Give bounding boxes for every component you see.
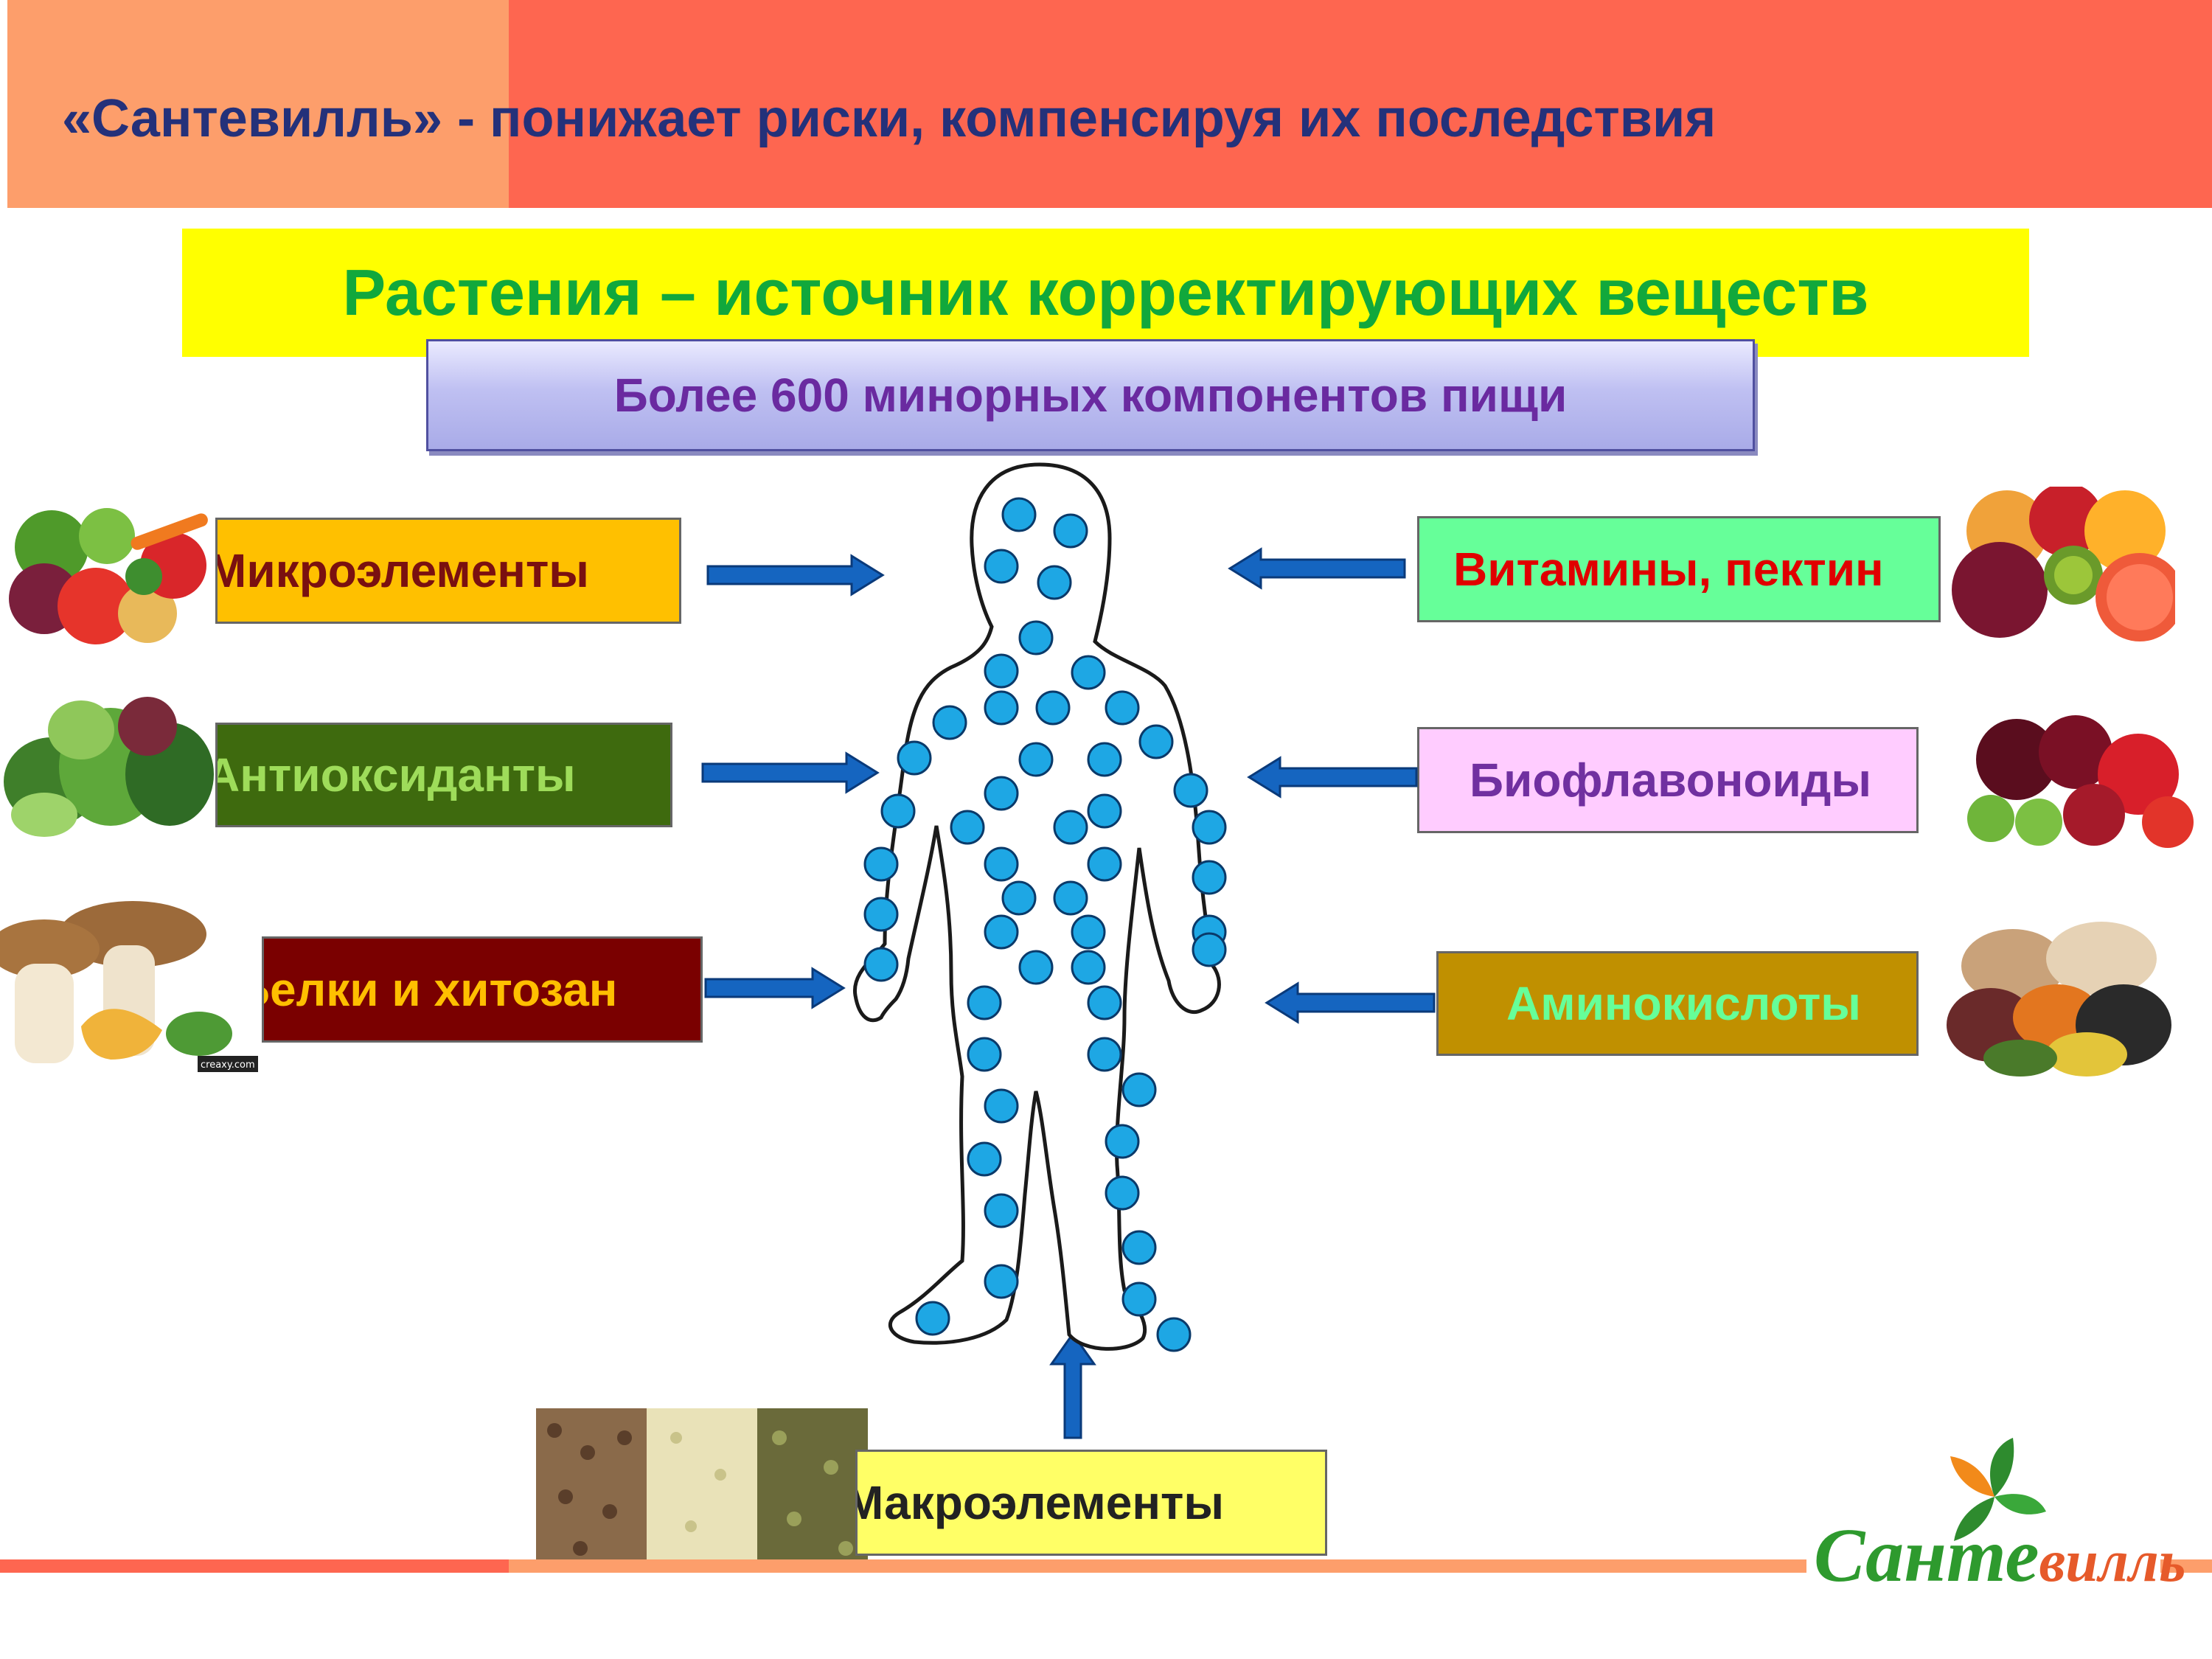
greens-image <box>0 686 221 844</box>
minor-components-text: Более 600 минорных компонентов пищи <box>613 369 1568 422</box>
header-bar <box>509 0 2212 208</box>
label-microelements-text: Микроэлементы <box>215 544 589 597</box>
body-dots <box>863 497 1227 1352</box>
berries-image <box>1947 693 2194 852</box>
footer-line-right <box>2160 1559 2212 1573</box>
logo: Сантевилль <box>1799 1438 2186 1615</box>
arrow-left-1 <box>1228 547 1406 590</box>
arrow-up <box>1049 1332 1096 1439</box>
label-microelements: Микроэлементы <box>215 518 681 624</box>
label-proteins: Белки и хитозан <box>262 936 703 1043</box>
mushrooms-image: creaxy.com <box>0 901 262 1074</box>
logo-text-2: вилль <box>2039 1529 2186 1594</box>
footer-line-center <box>509 1559 1806 1573</box>
arrow-right-3 <box>704 967 846 1009</box>
label-vitamins: Витамины, пектин <box>1417 516 1941 622</box>
legumes-image <box>1939 914 2186 1077</box>
label-vitamins-text: Витамины, пектин <box>1453 543 1884 596</box>
label-bioflavonoids: Биофлавоноиды <box>1417 727 1919 833</box>
vegetables-image <box>0 495 221 650</box>
sprouts-image <box>536 1408 868 1571</box>
logo-text-1: Санте <box>1814 1513 2039 1598</box>
logo-leaf-icon <box>1950 1438 2046 1541</box>
footer-line-left <box>0 1559 509 1573</box>
label-amino-acids-text: Аминокислоты <box>1506 977 1861 1030</box>
subtitle-text: Растения – источник корректирующих вещес… <box>342 256 1869 329</box>
subtitle-banner: Растения – источник корректирующих вещес… <box>182 229 2029 357</box>
arrow-right-1 <box>706 554 885 597</box>
arrow-left-3 <box>1265 981 1436 1024</box>
label-amino-acids: Аминокислоты <box>1436 951 1919 1056</box>
watermark-text: creaxy.com <box>201 1060 255 1071</box>
arrow-right-2 <box>701 751 880 794</box>
fruits-image <box>1941 487 2175 649</box>
label-antioxidants: Антиоксиданты <box>215 723 672 827</box>
minor-components-box: Более 600 минорных компонентов пищи <box>426 339 1755 451</box>
label-proteins-text: Белки и хитозан <box>262 963 618 1016</box>
arrow-left-2 <box>1247 756 1418 799</box>
header-accent-block <box>7 0 509 208</box>
label-macroelements: Макроэлементы <box>855 1450 1327 1556</box>
label-antioxidants-text: Антиоксиданты <box>215 748 576 801</box>
label-macroelements-text: Макроэлементы <box>855 1476 1224 1529</box>
human-figure <box>853 462 1227 1352</box>
page-title: «Сантевилль» - понижает риски, компенсир… <box>62 89 1717 148</box>
label-bioflavonoids-text: Биофлавоноиды <box>1470 754 1872 807</box>
